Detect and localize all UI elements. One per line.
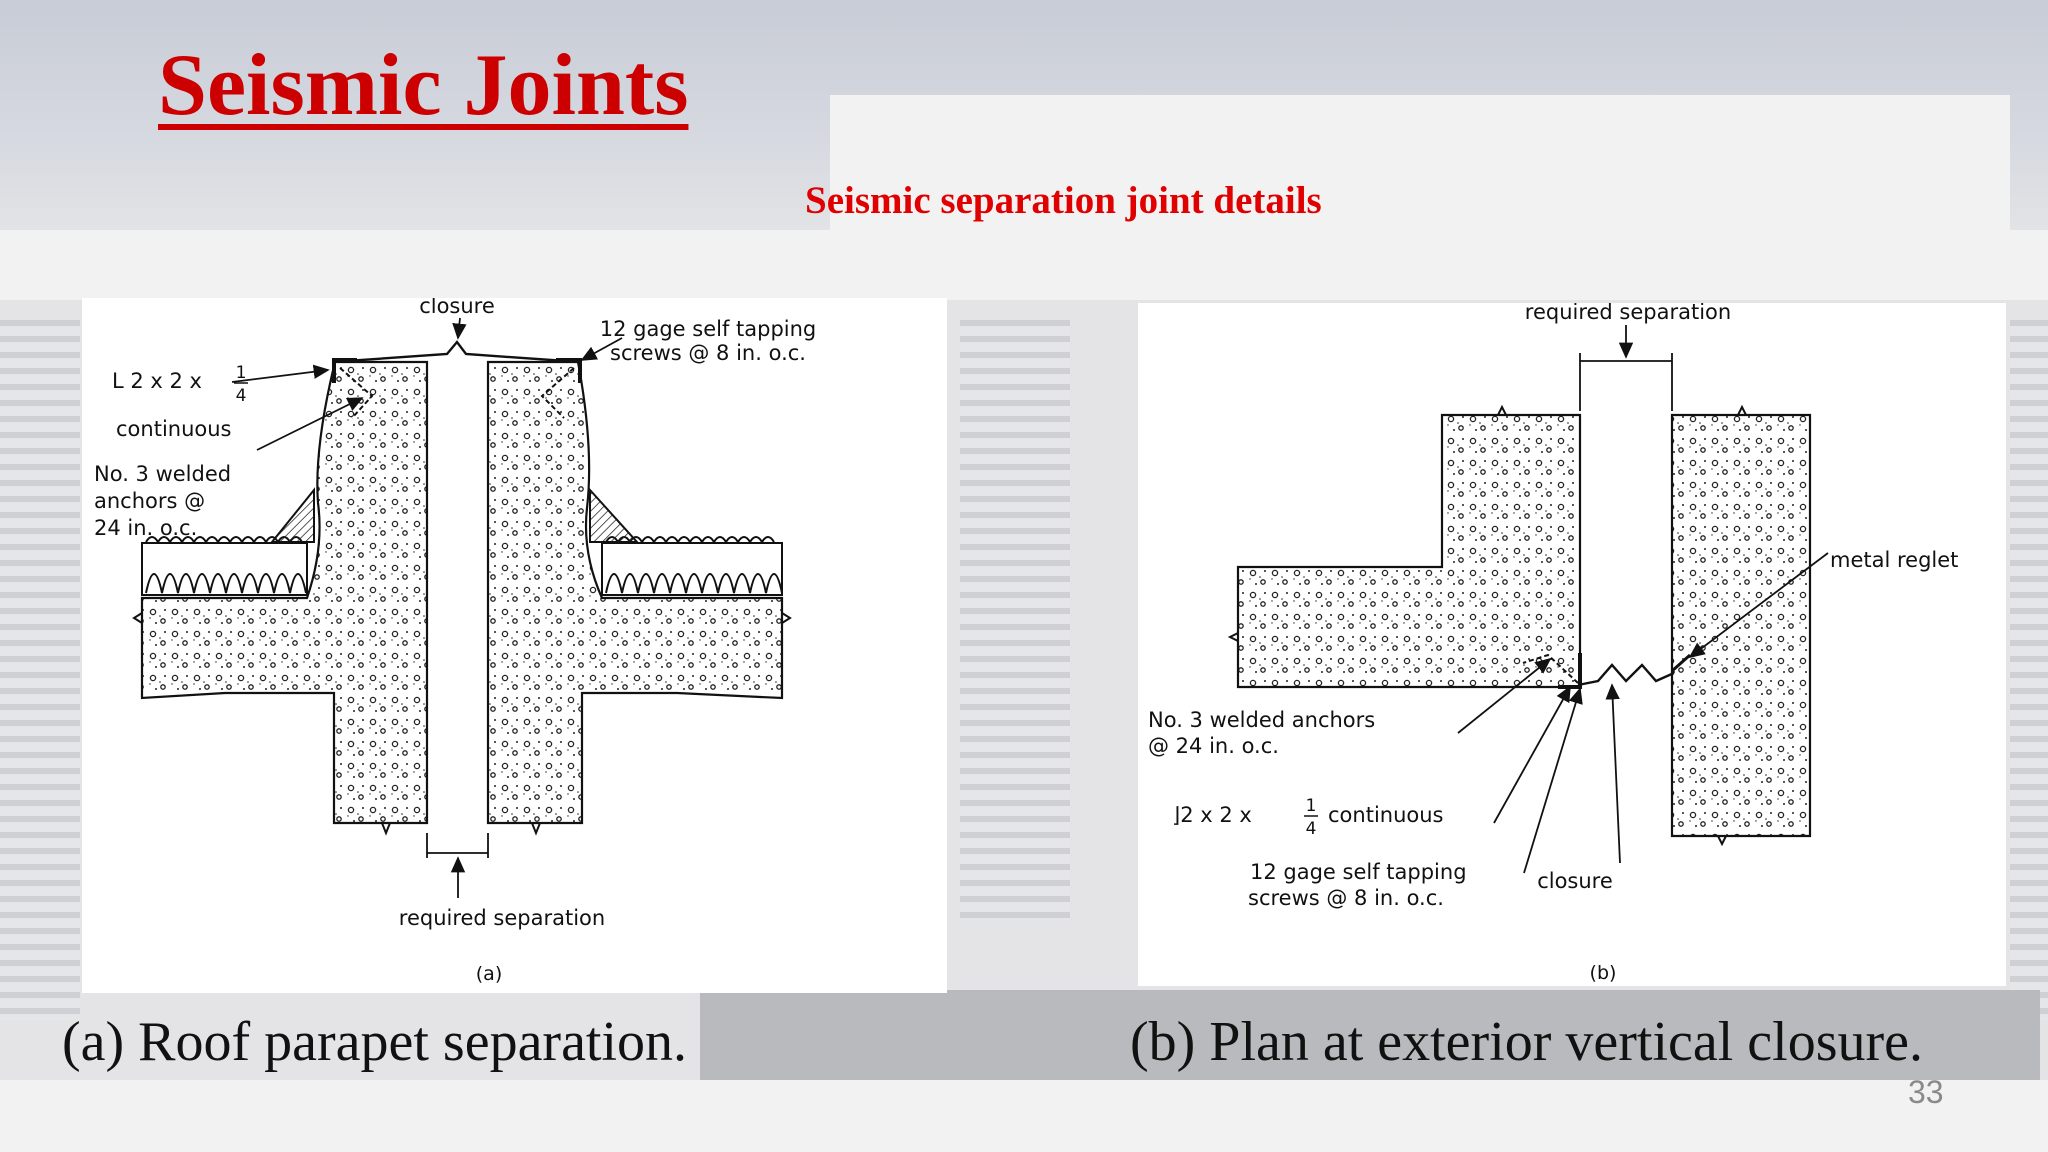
- fraction-numerator: 1: [1306, 796, 1317, 816]
- label-anchors-line1: No. 3 welded anchors: [1148, 708, 1375, 732]
- left-cant-strip: [269, 487, 315, 543]
- label-closure: closure: [419, 298, 495, 318]
- right-welded-anchor: [540, 367, 575, 419]
- welded-anchor: [1522, 653, 1579, 684]
- label-required-separation: required separation: [399, 906, 605, 930]
- background-lower-slab: [0, 1080, 2048, 1152]
- label-anchors-line3: 24 in. o.c.: [94, 516, 197, 540]
- background-louver: [960, 320, 1070, 920]
- right-wall-concrete: [1670, 413, 1812, 838]
- label-screws-line2: screws @ 8 in. o.c.: [610, 341, 806, 365]
- background-louver: [0, 320, 80, 1020]
- label-angle-line1: ⌋2 x 2 x: [1172, 803, 1252, 827]
- right-parapet-concrete: [486, 360, 784, 825]
- closure-leader: [452, 317, 467, 340]
- angle-leader: [1493, 685, 1571, 824]
- angle-leader: [231, 364, 330, 383]
- figure-a-panel: closure 12 gage self tapping screws @ 8 …: [82, 298, 947, 993]
- label-anchors-line2: anchors @: [94, 489, 205, 513]
- fraction-denominator: 4: [236, 386, 247, 406]
- right-cant-strip: [589, 487, 640, 543]
- label-screws-line1: 12 gage self tapping: [600, 317, 817, 341]
- closure-sheet: [331, 340, 581, 364]
- closure-leader: [1605, 683, 1621, 864]
- label-angle-line1: L 2 x 2 x: [112, 369, 202, 393]
- right-roof-insulation: [601, 542, 783, 596]
- label-screws-line2: screws @ 8 in. o.c.: [1248, 886, 1444, 910]
- label-angle-line2: continuous: [116, 417, 232, 441]
- background-floor-slab: [0, 230, 2048, 300]
- left-welded-anchor: [339, 367, 374, 419]
- screws-leader: [580, 337, 623, 361]
- label-required-separation: required separation: [1525, 303, 1731, 324]
- caption-a: (a) Roof parapet separation.: [62, 1011, 688, 1073]
- label-anchors-line2: @ 24 in. o.c.: [1148, 734, 1279, 758]
- label-angle-line2: continuous: [1328, 803, 1444, 827]
- figure-a-diagram: closure 12 gage self tapping screws @ 8 …: [94, 298, 817, 985]
- label-anchors-line1: No. 3 welded: [94, 462, 231, 486]
- metal-reglet: [1671, 653, 1691, 673]
- reglet-leader: [1688, 552, 1829, 659]
- left-angle: [332, 358, 357, 383]
- panel-label-a: (a): [476, 963, 502, 985]
- background-window-band: [700, 990, 2040, 1080]
- background-roof-slab: [830, 95, 2010, 255]
- panel-label-b: (b): [1590, 962, 1617, 984]
- fraction-denominator: 4: [1306, 819, 1317, 839]
- left-wall-concrete: [1236, 413, 1582, 689]
- caption-b: (b) Plan at exterior vertical closure.: [1130, 1011, 1923, 1073]
- left-parapet-concrete: [140, 360, 429, 825]
- label-metal-reglet: metal reglet: [1830, 548, 1958, 572]
- slide-subtitle: Seismic separation joint details: [805, 179, 1322, 222]
- anchor-leader: [1457, 657, 1552, 734]
- slide-title: Seismic Joints: [158, 37, 689, 134]
- right-angle: [556, 358, 582, 383]
- label-closure: closure: [1537, 869, 1613, 893]
- page-number: 33: [1908, 1074, 1944, 1110]
- figure-b-panel: required separation metal reglet No. 3 w…: [1138, 303, 2006, 986]
- background-louver: [2010, 320, 2048, 1020]
- fraction-numerator: 1: [236, 363, 247, 383]
- label-screws-line1: 12 gage self tapping: [1250, 860, 1467, 884]
- anchor-leader: [256, 397, 364, 451]
- screws-leader: [1523, 687, 1583, 874]
- closure-sheet: [1577, 663, 1675, 687]
- figure-b-diagram: required separation metal reglet No. 3 w…: [1148, 303, 1958, 984]
